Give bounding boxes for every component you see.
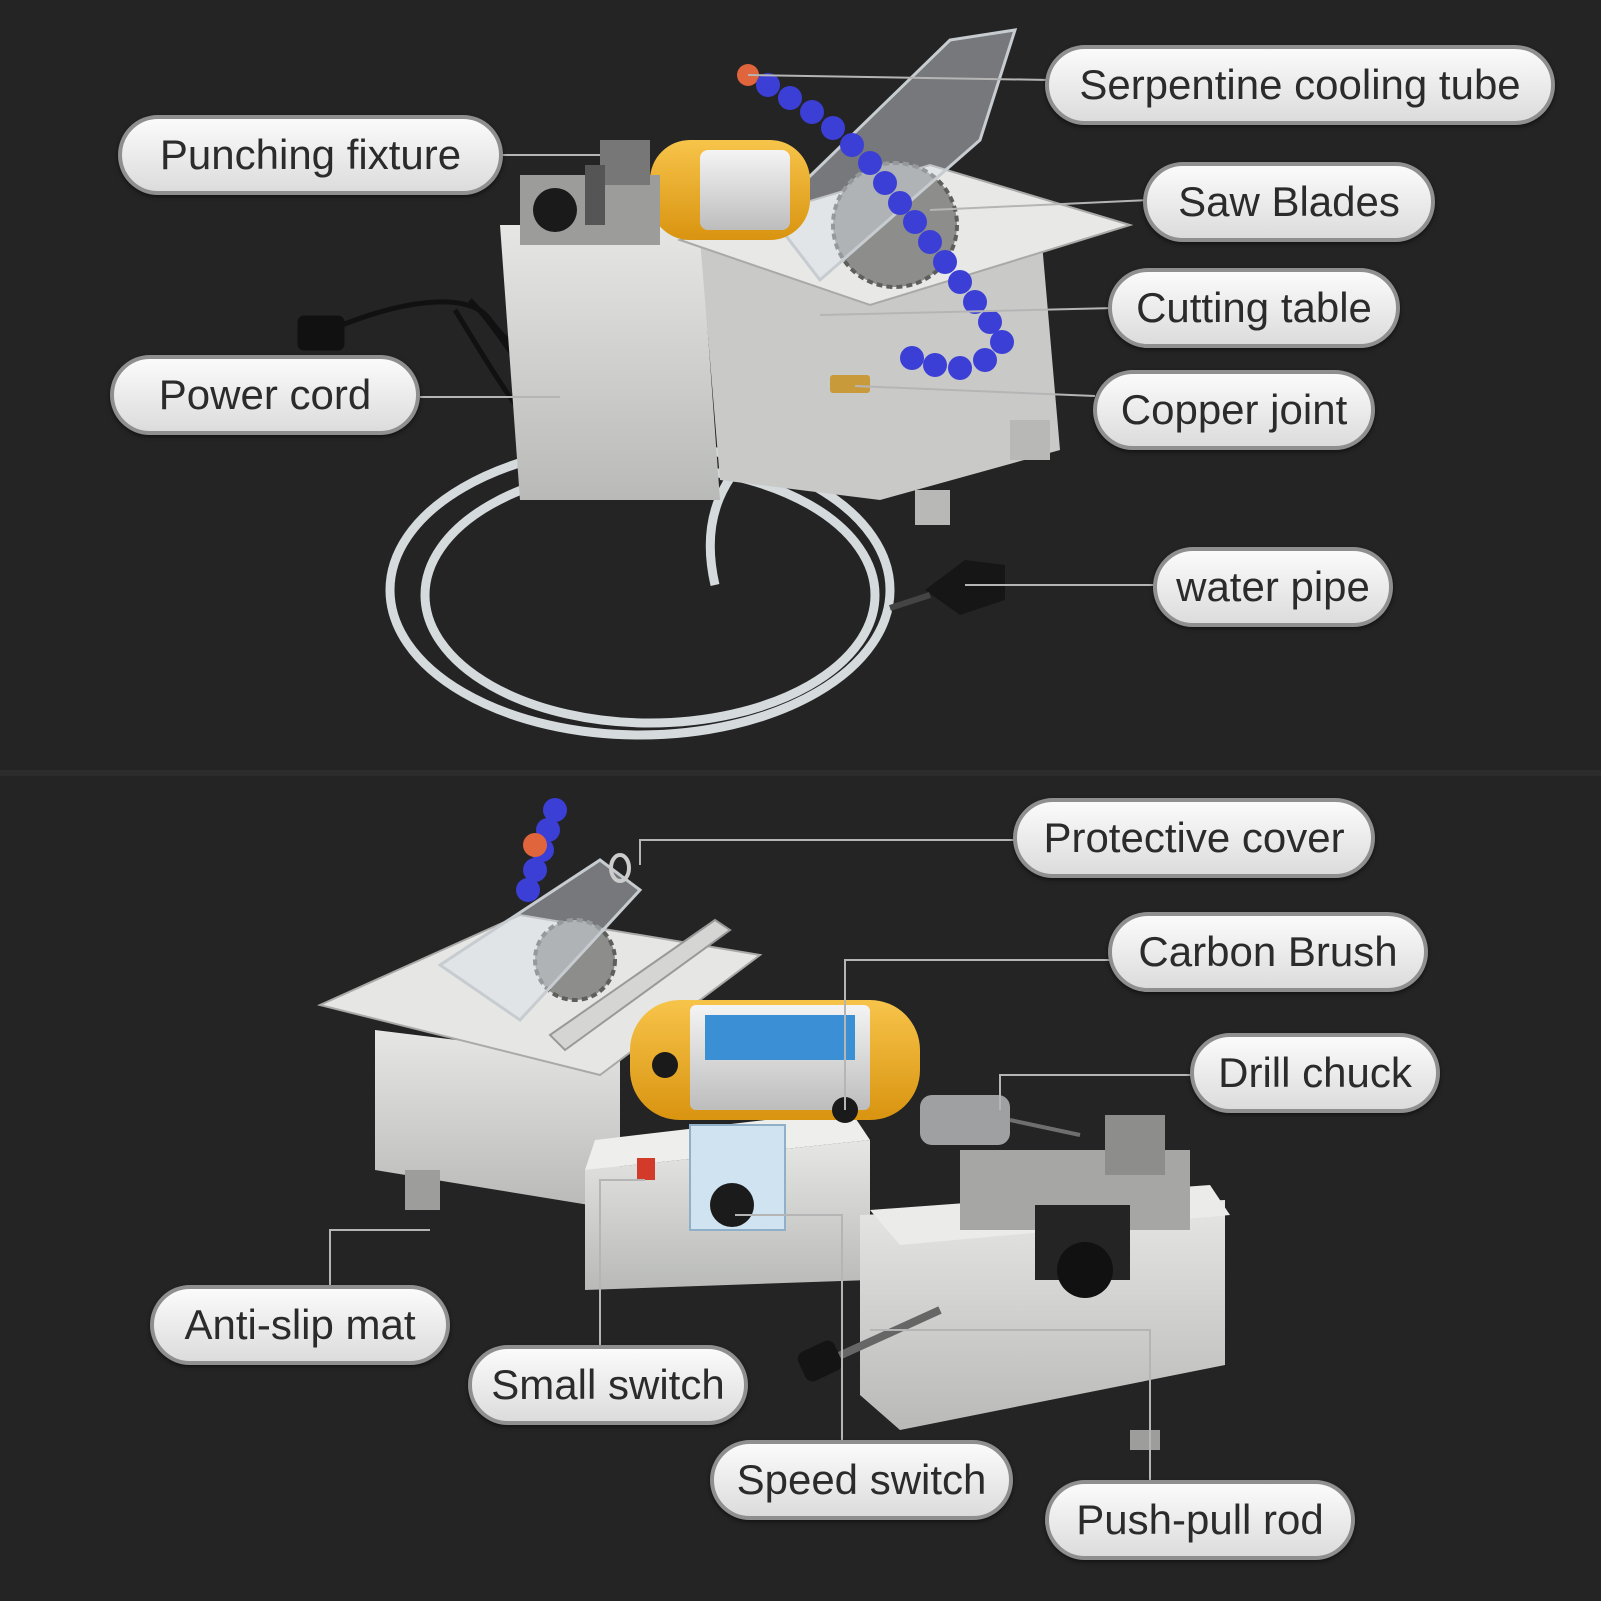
speed-knob [710, 1183, 754, 1227]
label-carbon-brush: Carbon Brush [1108, 912, 1428, 992]
protective-cover-guard [437, 858, 643, 1022]
leader-lines [329, 74, 1195, 1480]
leader-serpentine [747, 74, 1051, 81]
leader-drill [999, 1074, 1195, 1110]
leader-saw [929, 199, 1151, 211]
machine-base [500, 225, 720, 500]
top-machine [297, 28, 1134, 740]
punching-fixture-top [520, 140, 660, 245]
copper-joint [830, 375, 870, 393]
label-cutting-table: Cutting table [1108, 268, 1400, 348]
water-pipe-nozzle [889, 560, 1005, 615]
label-serpentine-cooling-tube: Serpentine cooling tube [1045, 45, 1555, 125]
label-copper-joint: Copper joint [1093, 370, 1375, 450]
leader-speed [735, 1214, 843, 1440]
bottom-machine [316, 798, 1230, 1450]
saw-blade-top [831, 161, 959, 289]
label-speed-switch: Speed switch [710, 1440, 1013, 1520]
section-divider [0, 770, 1601, 776]
slide-base [860, 1200, 1225, 1430]
bottom-cooling-tube [516, 798, 567, 902]
leader-small [599, 1179, 645, 1345]
cutting-table-body [700, 220, 1060, 500]
label-water-pipe: water pipe [1153, 547, 1393, 627]
leader-carbon [844, 959, 1110, 1110]
bottom-table-side [375, 1030, 620, 1210]
push-pull-rod-handle [797, 1306, 942, 1382]
label-saw-blades: Saw Blades [1143, 162, 1435, 242]
label-punching-fixture: Punching fixture [118, 115, 503, 195]
label-anti-slip-mat: Anti-slip mat [150, 1285, 450, 1365]
leader-push [870, 1329, 1151, 1480]
blade-guard-top [767, 28, 1018, 283]
label-push-pull-rod: Push-pull rod [1045, 1480, 1355, 1560]
label-power-cord: Power cord [110, 355, 420, 435]
leader-protective [639, 839, 1015, 865]
label-drill-chuck: Drill chuck [1190, 1033, 1440, 1113]
serpentine-cooling-tube [737, 64, 1014, 380]
leader-anti-slip [329, 1229, 430, 1290]
drill-chuck-body [920, 1095, 1010, 1145]
small-switch-red [637, 1158, 655, 1180]
leader-copper [854, 385, 1096, 397]
leader-cutting [819, 307, 1116, 316]
label-small-switch: Small switch [468, 1345, 748, 1425]
label-protective-cover: Protective cover [1013, 798, 1375, 878]
